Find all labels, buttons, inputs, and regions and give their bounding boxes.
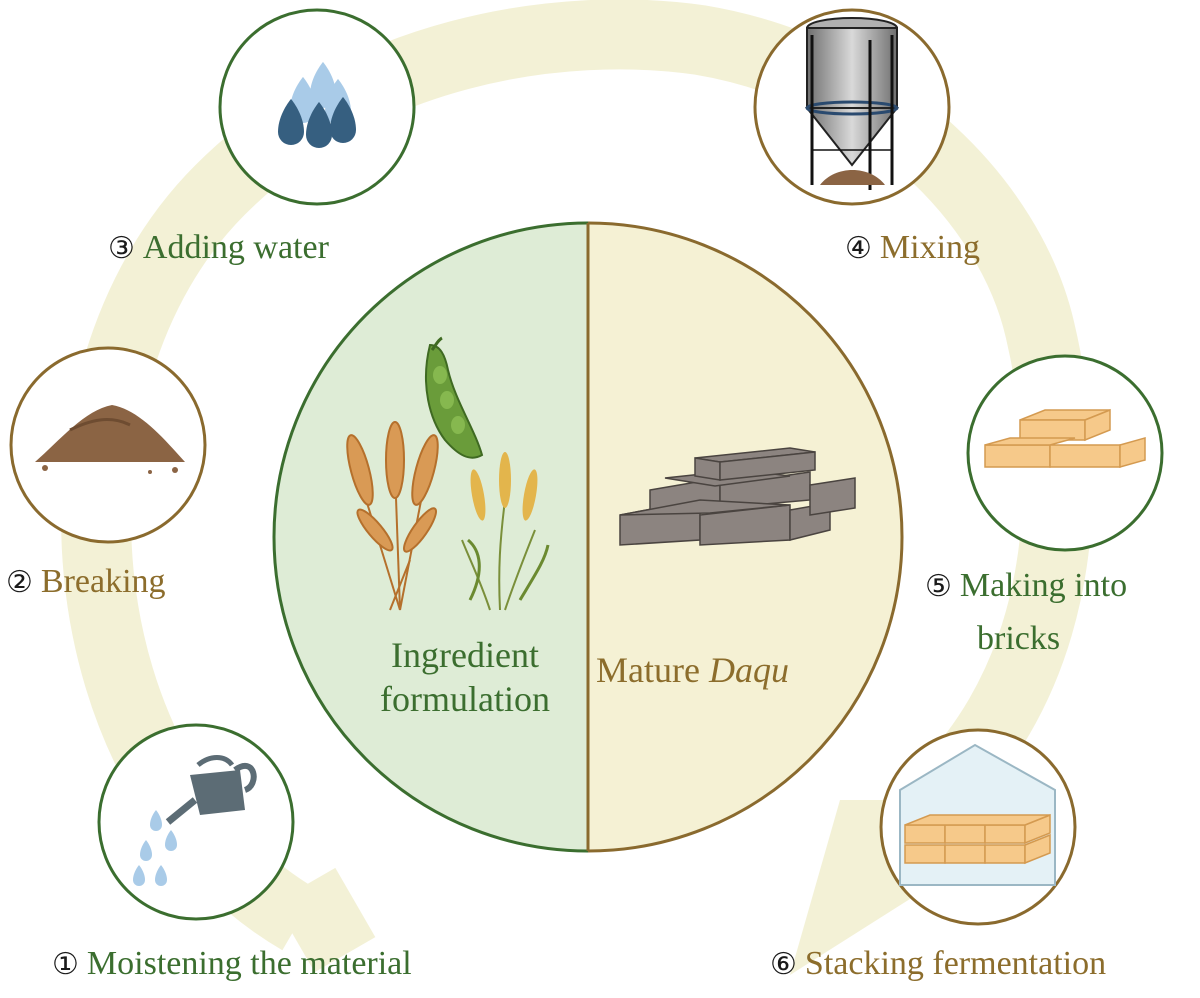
step-circle-1 [97,723,295,921]
daqu-bricks-icon [619,447,856,546]
step-text-2: Breaking [40,563,166,600]
step-number-2: ② [6,565,33,600]
barley-icon [461,452,550,611]
step-text-6: Stacking fermentation [804,945,1107,982]
silo-icon [804,17,900,190]
step-number-1: ① [52,947,79,982]
step-number-5: ⑤ [925,569,952,604]
step-text-5b: bricks [977,620,1061,657]
step-text-5: Making into [959,567,1128,604]
powder-pile-icon [35,405,185,474]
step-number-6: ⑥ [770,947,797,982]
step-text-4: Mixing [879,229,981,266]
step-number-3: ③ [108,231,135,266]
step-circle-2 [9,346,207,544]
greenhouse-icon [899,743,1056,886]
wheat-icon [346,421,439,611]
step-number-4: ④ [845,231,872,266]
bricks-icon [984,408,1146,468]
mature-daqu-label: Mature Daqu [596,648,836,692]
step-circle-3 [218,8,416,206]
step-text-1: Moistening the material [86,945,412,982]
center-circle [272,221,904,853]
step-circle-6 [879,728,1077,926]
ingredient-formulation-label: Ingredient formulation [360,633,570,721]
step-circle-5 [966,354,1164,552]
left-label-line2: formulation [380,679,550,719]
left-label-line1: Ingredient [391,635,539,675]
pea-pod-icon [424,336,484,459]
water-drops-icon [278,62,356,148]
right-label-prefix: Mature [596,650,709,690]
watering-can-icon [133,755,257,886]
step-circle-4 [753,8,951,206]
right-label-italic: Daqu [708,650,789,690]
step-text-3: Adding water [142,229,329,266]
